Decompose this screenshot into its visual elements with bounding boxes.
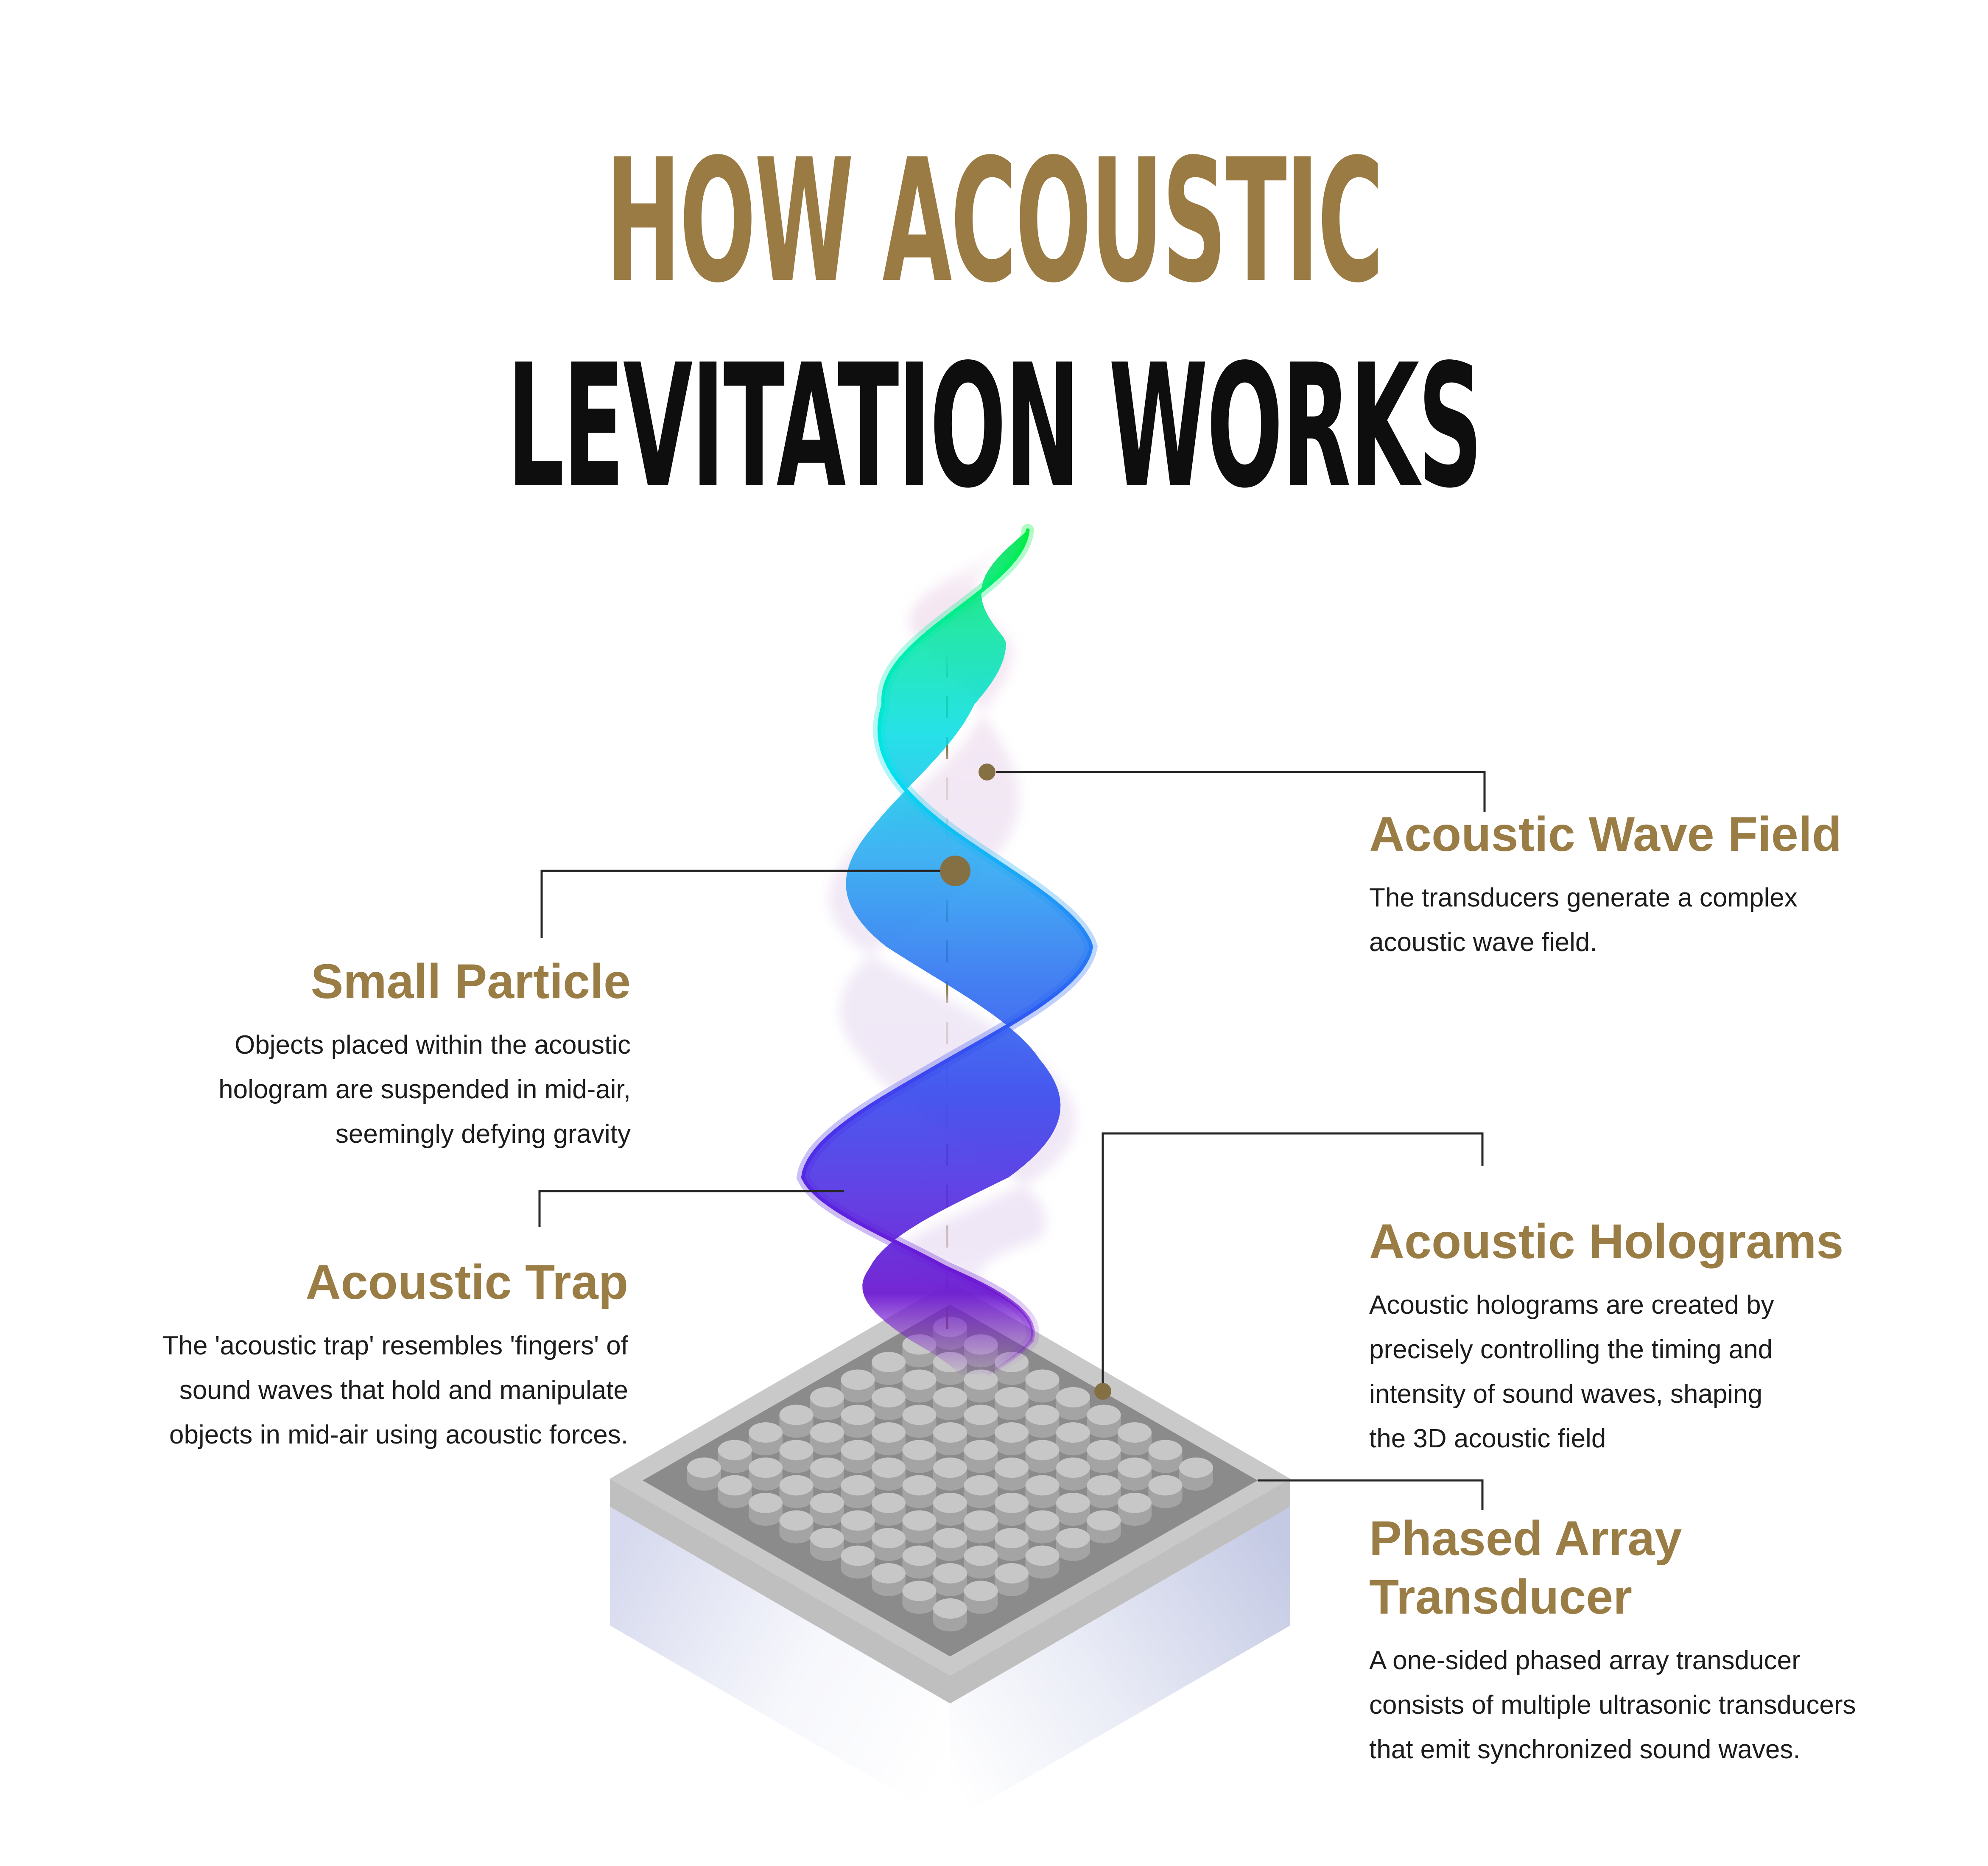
callout-heading: Small Particle [310, 954, 631, 1009]
body-line: The transducers generate a complex [1369, 883, 1798, 912]
acoustic-trap-connector-line [538, 1190, 844, 1227]
body-line: A one-sided phased array transducer [1369, 1646, 1801, 1675]
callout-body: A one-sided phased array transducer cons… [1369, 1638, 1856, 1772]
callout-heading: Acoustic Wave Field [1369, 807, 1842, 862]
callout-acoustic-wave-field: Acoustic Wave Field The transducers gene… [1369, 805, 1842, 965]
body-line: objects in mid-air using acoustic forces… [169, 1420, 628, 1449]
body-line: acoustic wave field. [1369, 928, 1597, 957]
small-particle-connector-line [540, 870, 955, 938]
body-line: The 'acoustic trap' resembles 'fingers' … [162, 1331, 628, 1360]
acoustic-holograms-connector-line [1102, 1132, 1484, 1391]
body-line: hologram are suspended in mid-air, [218, 1075, 631, 1104]
title-line-1: HOW ACOUSTIC [606, 123, 1384, 320]
callout-connectors [538, 764, 1486, 1510]
body-line: consists of multiple ultrasonic transduc… [1369, 1690, 1856, 1720]
body-line: Objects placed within the acoustic [235, 1030, 631, 1060]
phased-array-connector-line [1258, 1479, 1484, 1510]
callout-small-particle: Small Particle Objects placed within the… [218, 952, 631, 1156]
wave-field-marker [979, 764, 995, 781]
callout-body: The 'acoustic trap' resembles 'fingers' … [162, 1323, 628, 1457]
wave-field-connector-line [996, 771, 1486, 812]
body-line: Acoustic holograms are created by [1369, 1290, 1774, 1320]
callout-acoustic-holograms: Acoustic Holograms Acoustic holograms ar… [1369, 1212, 1843, 1461]
callout-body: Objects placed within the acoustic holog… [218, 1023, 631, 1156]
callout-acoustic-trap: Acoustic Trap The 'acoustic trap' resemb… [162, 1253, 628, 1457]
callout-body: Acoustic holograms are created by precis… [1369, 1283, 1843, 1461]
body-line: the 3D acoustic field [1369, 1424, 1606, 1453]
acoustic-wave-ribbon [796, 524, 1098, 1381]
body-line: that emit synchronized sound waves. [1369, 1735, 1801, 1764]
callout-heading: Acoustic Holograms [1369, 1214, 1844, 1269]
acoustic-holograms-marker [1094, 1383, 1111, 1400]
title-line-2: LEVITATION WORKS [507, 328, 1482, 526]
small-particle-marker [940, 856, 970, 886]
callout-body: The transducers generate a complex acous… [1369, 876, 1842, 965]
body-line: precisely controlling the timing and [1369, 1335, 1773, 1364]
body-line: intensity of sound waves, shaping [1369, 1379, 1763, 1409]
callout-heading: Acoustic Trap [305, 1255, 628, 1309]
body-line: seemingly defying gravity [335, 1119, 631, 1149]
body-line: sound waves that hold and manipulate [179, 1376, 628, 1405]
